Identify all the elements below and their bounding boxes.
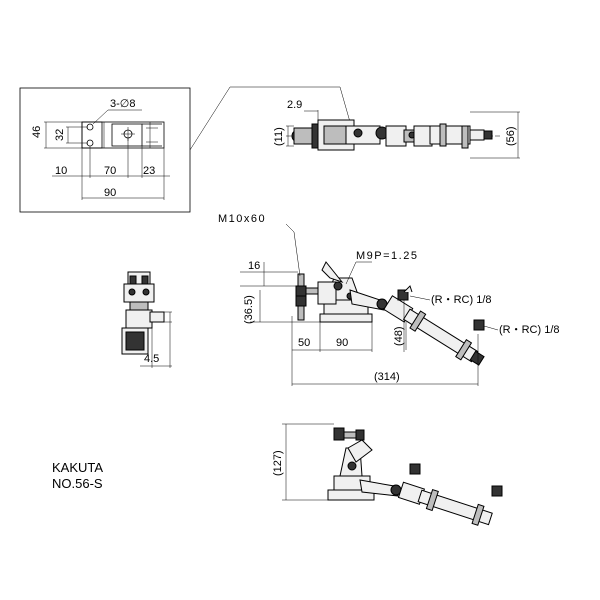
dim-4-5: 4.5 <box>144 353 159 365</box>
base-plate <box>81 121 165 149</box>
dim-127: (127) <box>272 450 284 476</box>
air-cylinder-side <box>402 308 479 363</box>
inset-leader <box>189 86 351 151</box>
dim-11: (11) <box>273 127 285 146</box>
dim-2-9: 2.9 <box>287 99 302 111</box>
air-port-2 <box>473 319 485 331</box>
front-view: 4.5 <box>121 271 172 368</box>
spindle-bolt-nut <box>295 285 307 297</box>
dim-70: 70 <box>104 165 116 177</box>
clamp-base <box>319 313 373 323</box>
dim-10: 10 <box>55 165 67 177</box>
top-view: 2.9 (11) (56) <box>273 99 520 159</box>
dim-314: (314) <box>374 371 400 383</box>
open-position-view: (127) <box>272 423 503 526</box>
side-view: M10x60 M9P=1.25 (R・RC) 1/8 (R・RC) 1/8 16… <box>218 213 560 386</box>
dim-46: 46 <box>31 126 43 138</box>
dim-56: (56) <box>505 126 517 146</box>
brand-name: KAKUTA <box>52 460 103 475</box>
holes-callout: 3-∅8 <box>110 98 135 110</box>
port-label-1: (R・RC) 1/8 <box>431 294 492 306</box>
dim-90-side: 90 <box>336 337 348 349</box>
base-plate-inset: 3-∅8 46 32 10 70 23 90 <box>19 86 351 213</box>
model-number: NO.56-S <box>52 476 103 491</box>
thread-label: M9P=1.25 <box>356 250 418 262</box>
dim-36-5: (36.5) <box>243 295 255 324</box>
dim-23: 23 <box>143 165 155 177</box>
dim-90: 90 <box>104 187 116 199</box>
air-port-1 <box>397 289 409 301</box>
bolt-size-label: M10x60 <box>218 213 266 225</box>
dim-32: 32 <box>54 129 66 141</box>
dim-48: (48) <box>393 326 405 346</box>
port-label-2: (R・RC) 1/8 <box>499 324 560 336</box>
dim-16: 16 <box>248 260 260 272</box>
dim-50: 50 <box>298 337 310 349</box>
